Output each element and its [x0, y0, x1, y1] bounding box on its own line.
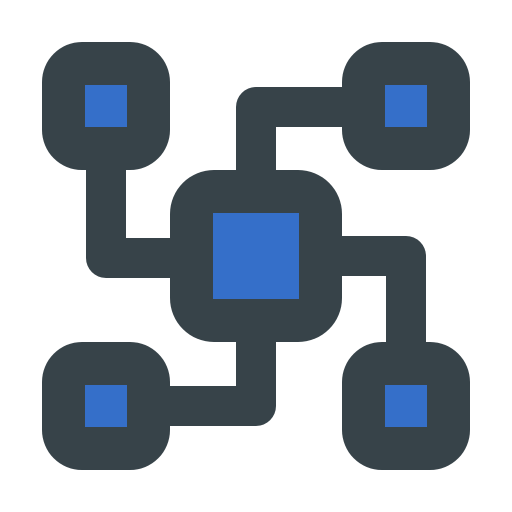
connector-top-left — [86, 120, 202, 278]
node-center-square — [213, 213, 299, 299]
node-top-right — [342, 42, 470, 170]
connector-bottom-left — [148, 314, 276, 426]
connector-bottom-right — [314, 236, 426, 364]
node-bottom-left — [42, 342, 170, 470]
node-top-left — [42, 42, 170, 170]
node-center — [170, 170, 342, 342]
node-bottom-left-square — [85, 385, 127, 427]
node-bottom-right-square — [385, 385, 427, 427]
connector-top-right — [236, 87, 365, 198]
node-top-right-square — [385, 85, 427, 127]
node-bottom-right — [342, 342, 470, 470]
node-top-left-square — [85, 85, 127, 127]
